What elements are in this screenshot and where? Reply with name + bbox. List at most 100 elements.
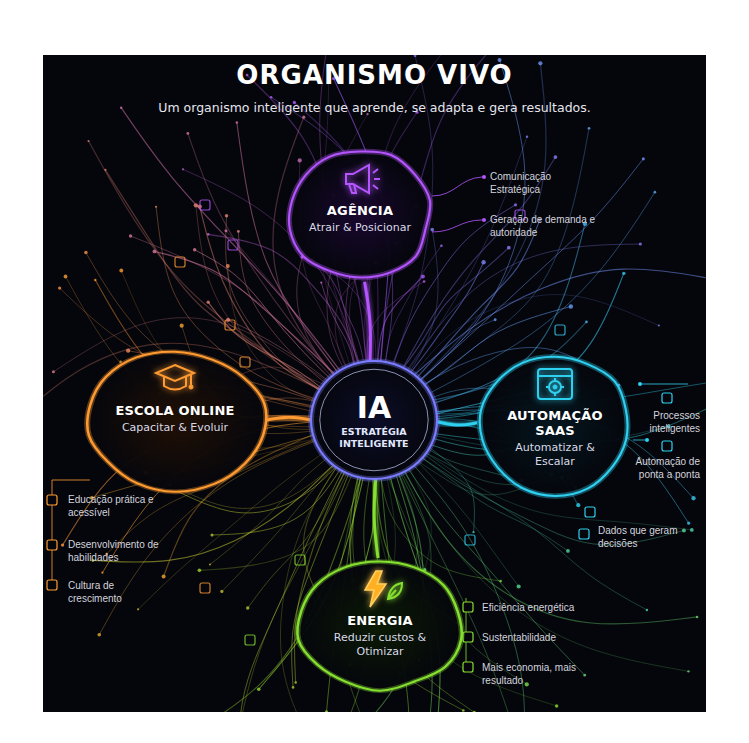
- spark-dot: [119, 269, 123, 273]
- bullet-icon: [662, 393, 672, 403]
- spark-dot: [129, 234, 132, 237]
- spark-dot: [507, 246, 511, 250]
- blob-glow: [311, 361, 437, 479]
- feature-label: Processos inteligentes: [640, 409, 700, 435]
- leader-dot: [482, 218, 486, 222]
- blob-border: [297, 562, 462, 691]
- node-heading: AGÊNCIA: [327, 203, 393, 218]
- spark-dot: [642, 157, 645, 160]
- feature-label: Geração de demanda e autoridade: [490, 213, 605, 239]
- leader-dot: [482, 175, 486, 179]
- spark-dot: [58, 286, 61, 289]
- glyph-icon: [245, 635, 255, 645]
- spark-dot: [210, 533, 213, 536]
- blob-glow: [87, 352, 266, 492]
- spark-dot: [257, 688, 261, 692]
- connector: [365, 282, 371, 361]
- bullet-icon: [585, 507, 595, 517]
- leader-line: [432, 220, 482, 232]
- filament: [400, 248, 508, 372]
- connector: [374, 479, 378, 558]
- glyph-icon: [175, 257, 185, 267]
- filament: [367, 281, 424, 365]
- blob-border: [311, 361, 437, 479]
- bullet-icon: [463, 662, 473, 672]
- spark-dot: [423, 280, 426, 283]
- feature-label: Mais economia, mais resultado: [482, 661, 592, 687]
- spark-dot: [206, 301, 209, 304]
- glyph-icon: [240, 357, 250, 367]
- blob-outline: [80, 345, 270, 495]
- bolt-icon: [360, 569, 400, 609]
- node-subtitle: ESTRATÉGIA INTELIGENTE: [328, 426, 420, 450]
- spark-dot: [182, 168, 184, 170]
- spark-dot: [526, 135, 528, 137]
- spark-dot: [137, 608, 139, 610]
- node-heading: ESCOLA ONLINE: [115, 403, 234, 418]
- glyph-icon: [465, 535, 475, 545]
- spark-dot: [84, 251, 88, 255]
- feature-label: Comunicação Estratégica: [490, 170, 585, 196]
- leader-dot: [638, 382, 642, 386]
- spark-dot: [236, 121, 238, 123]
- spark-dot: [120, 106, 122, 108]
- filament: [413, 220, 539, 382]
- spark-dot: [481, 260, 485, 264]
- spark-dot: [566, 549, 570, 553]
- filament: [377, 277, 423, 366]
- node-subtitle: Atrair & Posicionar: [309, 221, 411, 235]
- blob-border: [87, 352, 266, 492]
- spark-dot: [325, 710, 328, 712]
- spark-dot: [472, 531, 474, 533]
- leader-dot: [645, 438, 649, 442]
- feature-label: Educação prática e acessível: [68, 493, 168, 519]
- spark-dot: [292, 686, 295, 689]
- ai-core-node: IAESTRATÉGIA INTELIGENTE: [308, 358, 440, 482]
- spark-dot: [691, 496, 695, 500]
- spark-dot: [462, 709, 465, 712]
- spark-dot: [101, 572, 103, 574]
- spark-dot: [320, 281, 322, 283]
- spark-dot: [646, 609, 648, 611]
- blob-glow: [297, 562, 462, 691]
- spark-dot: [555, 704, 558, 707]
- blob-glow: [289, 151, 430, 277]
- school-node: ESCOLA ONLINE Capacitar & Evoluir: [80, 345, 270, 495]
- spark-dot: [654, 191, 657, 194]
- glyph-icon: [200, 583, 210, 593]
- bullet-icon: [579, 529, 589, 539]
- spark-dot: [538, 61, 542, 65]
- feature-label: Dados que geram decisões: [598, 524, 680, 550]
- bullet-icon: [47, 495, 57, 505]
- node-heading: IA: [357, 391, 391, 424]
- title: ORGANISMO VIVO: [43, 60, 706, 90]
- spark-dot: [186, 132, 189, 135]
- spark-dot: [430, 228, 434, 232]
- subtitle: Um organismo inteligente que aprende, se…: [43, 100, 706, 116]
- filament: [346, 277, 355, 368]
- spark-dot: [696, 616, 699, 619]
- spark-dot: [52, 370, 55, 373]
- glyph-icon: [295, 555, 305, 565]
- gear-icon: [535, 364, 575, 404]
- feature-label: Eficiência energética: [482, 601, 612, 614]
- bullet-icon: [463, 602, 473, 612]
- blob-border: [289, 151, 430, 277]
- node-subtitle: Capacitar & Evoluir: [122, 421, 228, 435]
- leader-line: [633, 440, 645, 441]
- spark-dot: [180, 324, 184, 328]
- bullet-icon: [47, 580, 57, 590]
- filament: [428, 406, 706, 444]
- spark-dot: [554, 155, 558, 159]
- spark-dot: [193, 248, 196, 251]
- filament: [424, 443, 475, 532]
- spark-dot: [569, 304, 573, 308]
- spark-dot: [302, 116, 305, 119]
- filament: [404, 244, 640, 374]
- leader-line: [432, 177, 482, 196]
- node-subtitle: Reduzir custos & Otimizar: [312, 631, 448, 660]
- spark-dot: [298, 158, 302, 162]
- spark-dot: [514, 203, 517, 206]
- spark-dot: [682, 528, 686, 532]
- spark-dot: [198, 569, 202, 573]
